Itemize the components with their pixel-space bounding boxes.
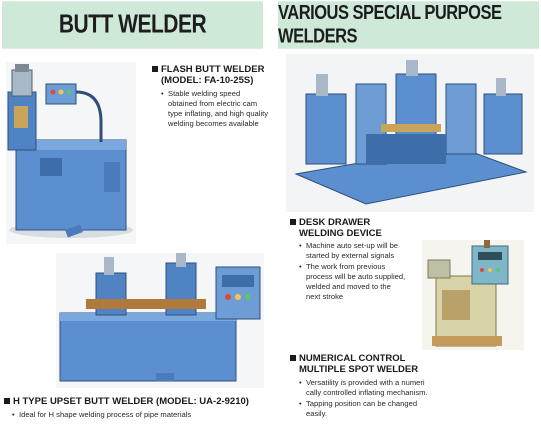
flash-feature-line: type inflating, and high quality bbox=[168, 109, 269, 118]
bullet-icon bbox=[152, 66, 158, 72]
flash-butt-welder-image bbox=[6, 62, 136, 244]
desk-feature-line: •Machine auto set-up will be bbox=[299, 241, 399, 250]
desk-feature-line: started by external signals bbox=[306, 251, 395, 260]
bullet-icon bbox=[290, 219, 296, 225]
flash-butt-welder-title: FLASH BUTT WELDER bbox=[152, 64, 264, 75]
h-type-welder-title: H TYPE UPSET BUTT WELDER (MODEL: UA-2-92… bbox=[4, 396, 249, 407]
nc-spot-welder-title: NUMERICAL CONTROL bbox=[290, 353, 405, 364]
nc-feature-line: •Tapping position can be changed bbox=[299, 399, 418, 408]
nc-feature-line: cally controlled inflating mechanism. bbox=[306, 388, 428, 397]
flash-feature-line: obtained from electric cam bbox=[168, 99, 258, 108]
desk-drawer-title: DESK DRAWER bbox=[290, 217, 370, 228]
nc-feature-line: •Versatility is provided with a numeri bbox=[299, 378, 425, 387]
flash-feature-line: welding becomes available bbox=[168, 119, 259, 128]
banner-special-purpose-welders: VARIOUS SPECIAL PURPOSE WELDERS bbox=[278, 1, 539, 49]
bullet-icon bbox=[4, 398, 10, 404]
h-type-upset-butt-welder-image bbox=[56, 253, 264, 388]
desk-feature-line: •The work from previous bbox=[299, 262, 386, 271]
flash-butt-welder-model: (MODEL: FA-10-25S) bbox=[161, 75, 254, 86]
nc-feature-line: easily. bbox=[306, 409, 327, 418]
desk-feature-line: next stroke bbox=[306, 292, 344, 301]
banner-butt-welder: BUTT WELDER bbox=[2, 1, 263, 49]
bullet-icon bbox=[290, 355, 296, 361]
htype-feature-line: •Ideal for H shape welding process of pi… bbox=[12, 410, 192, 419]
desk-drawer-title-2: WELDING DEVICE bbox=[299, 228, 382, 239]
flash-feature-line: •Stable welding speed bbox=[161, 89, 241, 98]
desk-drawer-welding-device-image bbox=[286, 54, 534, 212]
nc-spot-welder-image bbox=[422, 240, 524, 350]
desk-feature-line: process will be auto supplied, bbox=[306, 272, 406, 281]
desk-feature-line: welded and moved to the bbox=[306, 282, 391, 291]
nc-spot-welder-title-2: MULTIPLE SPOT WELDER bbox=[299, 364, 419, 375]
